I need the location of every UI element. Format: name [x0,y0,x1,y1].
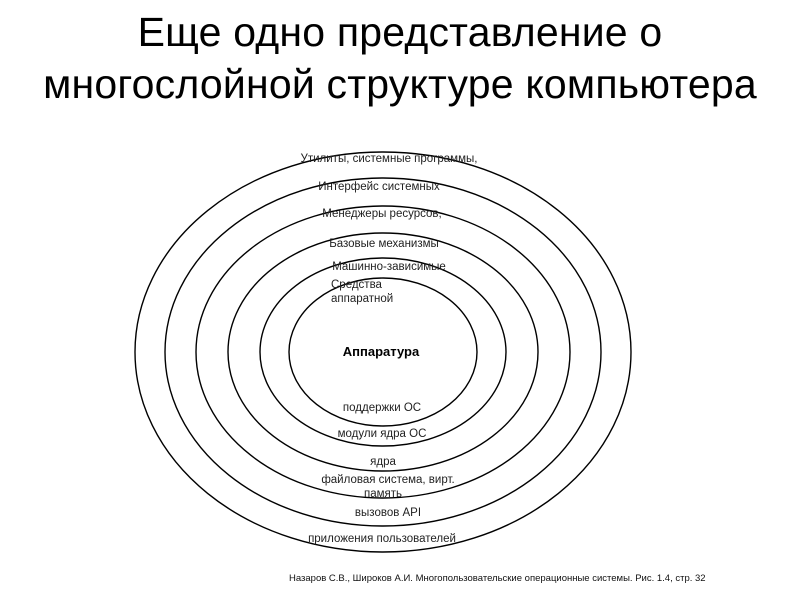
layer-1-top-label-b: аппаратной [331,293,393,305]
layer-3-top-label: Базовые механизмы [329,238,439,250]
ring-1 [288,277,478,427]
ring-4 [195,205,571,499]
ring-5 [164,177,602,527]
layer-4-bottom-label-a: файловая система, вирт. [321,474,454,486]
layer-2-top-label: Машинно-зависимые [332,261,446,273]
ring-3 [227,232,539,472]
layer-6-top-label: Утилиты, системные программы, [301,153,478,165]
layer-4-top-label: Менеджеры ресурсов, [322,208,441,220]
ring-6 [134,151,632,553]
ring-2 [259,257,507,447]
slide-title: Еще одно представление о многослойной ст… [0,6,800,110]
rings [134,151,632,553]
layer-1-top-label-a: Средства [331,279,383,291]
source-citation: Назаров С.В., Широков А.И. Многопользова… [289,573,706,584]
layer-2-bottom-label: модули ядра ОС [338,428,427,440]
layer-core-label: Аппаратура [343,344,420,359]
layer-4-bottom-label-b: память [364,488,402,500]
title-line-1: Еще одно представление о [137,9,663,55]
layer-6-bottom-label: приложения пользователей [308,533,456,545]
layer-3-bottom-label: ядра [370,456,396,468]
layer-5-bottom-label: вызовов API [355,507,421,519]
layer-1-bottom-label: поддержки ОС [343,402,421,414]
layer-5-top-label: Интерфейс системных [318,181,440,193]
title-line-2: многослойной структуре компьютера [43,61,757,107]
